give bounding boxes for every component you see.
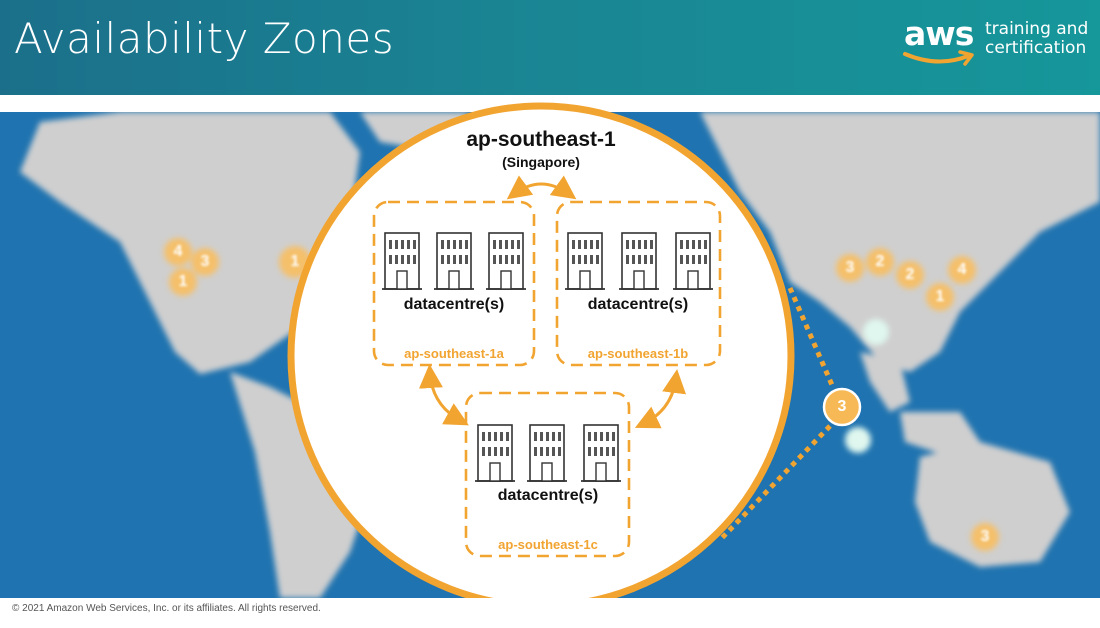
- datacentre-label-1a: datacentre(s): [403, 296, 505, 313]
- az-label-1b: ap-southeast-1b: [587, 346, 689, 361]
- logo-line-1: training and: [985, 19, 1089, 39]
- region-name: ap-southeast-1: [466, 128, 616, 151]
- logo-line-2: certification: [985, 38, 1087, 58]
- callout-connector: [718, 287, 835, 542]
- az-label-1a: ap-southeast-1a: [404, 346, 504, 361]
- map-badge: 3: [980, 528, 990, 545]
- footer: © 2021 Amazon Web Services, Inc. or its …: [0, 598, 1100, 628]
- datacentre-label-1c: datacentre(s): [497, 487, 599, 504]
- logo-tagline: training and certification: [985, 20, 1088, 58]
- az-box-1c: [464, 391, 631, 558]
- header-banner: Availability Zones aws training and cert…: [0, 0, 1100, 95]
- page-title: Availability Zones: [14, 14, 395, 63]
- region-badges-left: [164, 238, 311, 296]
- az-box-1b: [555, 200, 722, 367]
- map-badge: 3: [845, 259, 855, 276]
- bidirectional-arrow-icon: [418, 364, 469, 426]
- bidirectional-arrow-icon: [634, 369, 687, 429]
- map-badge: 1: [290, 253, 300, 270]
- copyright-text: © 2021 Amazon Web Services, Inc. or its …: [12, 603, 321, 614]
- map-badge: 1: [935, 288, 945, 305]
- region-location: (Singapore): [502, 154, 580, 170]
- map-badge: 2: [875, 253, 885, 270]
- aws-wordmark: aws: [904, 14, 974, 53]
- map-badge: 1: [178, 273, 188, 290]
- bidirectional-arrow-icon: [506, 175, 577, 200]
- aws-training-logo: aws training and certification: [900, 14, 1090, 74]
- az-box-1a: [372, 200, 536, 367]
- aws-smile-icon: [903, 50, 974, 66]
- map-badge: 3: [200, 253, 210, 270]
- map-badge: 4: [957, 261, 967, 278]
- callout-badge: [822, 387, 862, 427]
- map-badge: 2: [905, 266, 915, 283]
- callout-badge-number: 3: [837, 398, 847, 415]
- datacentre-label-1b: datacentre(s): [587, 296, 689, 313]
- region-badges-right: [836, 248, 999, 551]
- az-label-1c: ap-southeast-1c: [498, 537, 598, 552]
- map-badge: 4: [173, 243, 183, 260]
